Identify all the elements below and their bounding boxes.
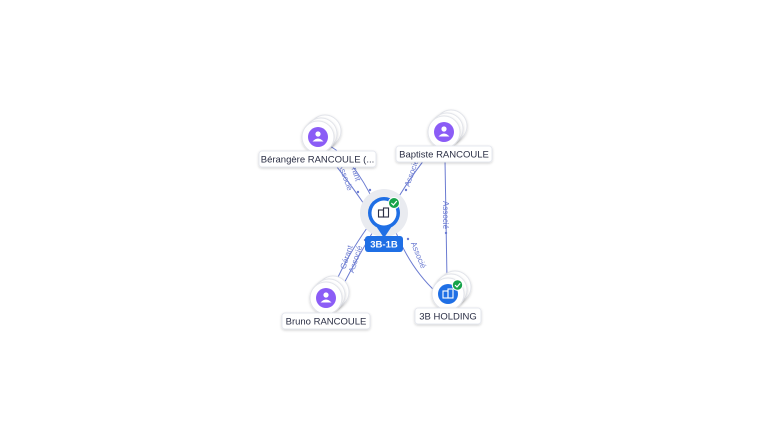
building-icon bbox=[438, 284, 458, 304]
person-icon bbox=[434, 122, 454, 142]
node-label-bruno: Bruno RANCOULE bbox=[286, 317, 367, 328]
node-3b-1b[interactable]: 3B-1B bbox=[360, 189, 408, 252]
verified-check-icon bbox=[451, 279, 464, 291]
verified-check-icon bbox=[388, 197, 400, 209]
node-bruno[interactable]: Bruno RANCOULE bbox=[281, 275, 371, 330]
node-berangere[interactable]: Bérangère RANCOULE (... bbox=[258, 114, 377, 168]
edge-label-holding-associe: Associé bbox=[409, 240, 428, 270]
building-icon bbox=[377, 207, 390, 218]
node-label-3b-holding: 3B HOLDING bbox=[419, 312, 477, 323]
node-baptiste[interactable]: Baptiste RANCOULE bbox=[395, 109, 493, 163]
person-icon bbox=[308, 127, 328, 147]
node-3b-holding[interactable]: 3B HOLDING bbox=[414, 270, 482, 325]
node-label-berangere: Bérangère RANCOULE (... bbox=[261, 155, 375, 166]
node-label-3b-1b: 3B-1B bbox=[370, 240, 398, 251]
node-label-baptiste: Baptiste RANCOULE bbox=[399, 150, 489, 161]
edge-baptiste-holding-associe[interactable] bbox=[444, 159, 448, 281]
person-icon bbox=[316, 288, 336, 308]
edge-label-baptiste-holding-associe: Associé bbox=[441, 201, 450, 230]
